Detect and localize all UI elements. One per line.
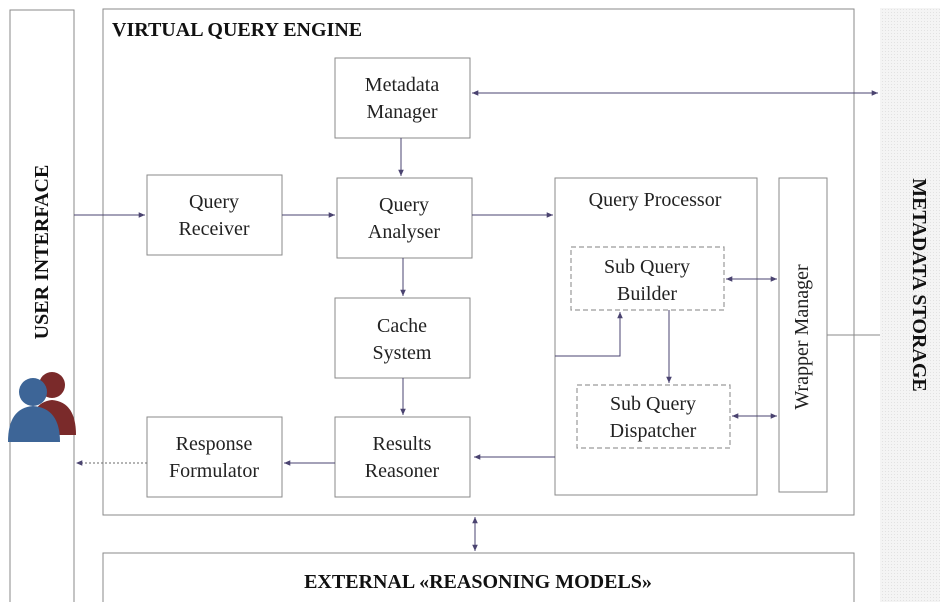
results-reasoner-box: Results Reasoner — [334, 416, 471, 498]
metadata-storage-label: METADATA STORAGE — [908, 178, 930, 392]
user-interface-label: USER INTERFACE — [31, 165, 53, 340]
wrapper-manager-box: Wrapper Manager — [778, 177, 828, 493]
response-formulator-line2: Formulator — [169, 460, 259, 482]
response-formulator-line1: Response — [176, 433, 253, 455]
wrapper-manager-label: Wrapper Manager — [791, 264, 813, 410]
sub-query-builder-box: Sub Query Builder — [570, 246, 725, 311]
sub-query-dispatcher-box: Sub Query Dispatcher — [576, 384, 731, 449]
external-title: EXTERNAL «REASONING MODELS» — [304, 571, 652, 593]
metadata-storage-panel: METADATA STORAGE — [880, 8, 940, 602]
query-analyser-box: Query Analyser — [336, 177, 473, 259]
sub-query-builder-line1: Sub Query — [604, 256, 690, 278]
feedback-line-to-builder — [555, 312, 623, 357]
query-analyser-line2: Analyser — [368, 221, 441, 243]
users-icon — [8, 372, 76, 442]
results-reasoner-line1: Results — [373, 433, 432, 455]
metadata-manager-line2: Manager — [366, 101, 437, 123]
sub-query-dispatcher-line2: Dispatcher — [610, 420, 697, 442]
query-processor-title: Query Processor — [589, 189, 722, 211]
results-reasoner-line2: Reasoner — [365, 460, 440, 482]
cache-system-box: Cache System — [334, 297, 471, 379]
cache-system-line2: System — [373, 342, 432, 364]
query-receiver-box: Query Receiver — [146, 174, 283, 256]
sub-query-builder-line2: Builder — [617, 283, 677, 305]
connectors — [74, 90, 880, 551]
user-interface-panel: USER INTERFACE — [8, 9, 76, 602]
sub-query-dispatcher-line1: Sub Query — [610, 393, 696, 415]
query-analyser-line1: Query — [379, 194, 429, 216]
metadata-manager-line1: Metadata — [365, 74, 440, 96]
query-receiver-line1: Query — [189, 191, 239, 213]
metadata-manager-box: Metadata Manager — [334, 57, 471, 139]
external-reasoning-models: EXTERNAL «REASONING MODELS» — [102, 552, 855, 602]
cache-system-line1: Cache — [377, 315, 427, 337]
query-receiver-line2: Receiver — [178, 218, 249, 240]
response-formulator-box: Response Formulator — [146, 416, 283, 498]
engine-title: VIRTUAL QUERY ENGINE — [112, 19, 362, 41]
